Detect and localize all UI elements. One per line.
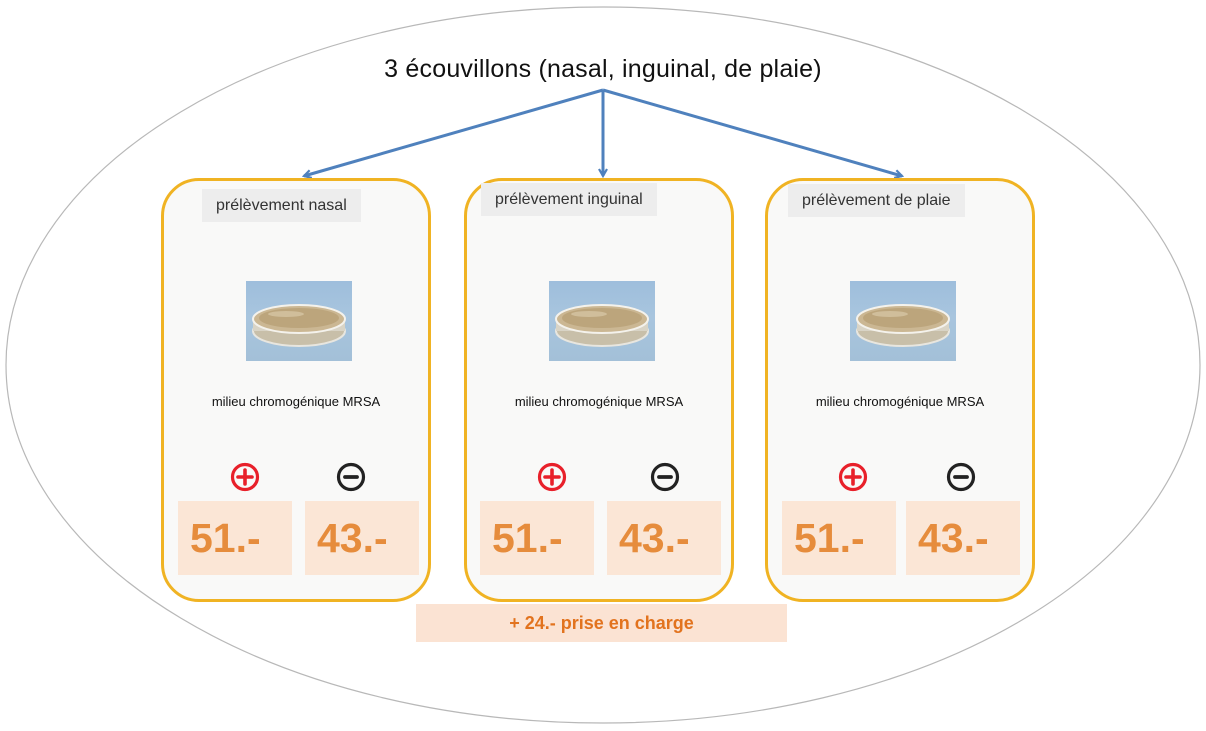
- arrow-title-to-nasal: [304, 88, 604, 176]
- minus-circle-icon: [336, 462, 366, 492]
- panel-inguinal: prélèvement inguinal milieu chromogéniqu…: [464, 178, 734, 602]
- petri-dish-image: [246, 281, 352, 361]
- positive-price: 51.-: [480, 501, 594, 575]
- negative-price: 43.-: [607, 501, 721, 575]
- petri-dish-image: [549, 281, 655, 361]
- plus-circle-icon: [838, 462, 868, 492]
- petri-dish-image: [850, 281, 956, 361]
- minus-circle-icon: [946, 462, 976, 492]
- arrow-title-to-plaie: [602, 88, 902, 176]
- medium-label: milieu chromogénique MRSA: [514, 394, 684, 409]
- diagram-title: 3 écouvillons (nasal, inguinal, de plaie…: [384, 55, 822, 83]
- negative-price: 43.-: [906, 501, 1020, 575]
- panel-plaie: prélèvement de plaie milieu chromogéniqu…: [765, 178, 1035, 602]
- panel-label: prélèvement nasal: [202, 189, 361, 222]
- plus-circle-icon: [537, 462, 567, 492]
- handling-fee: + 24.- prise en charge: [416, 604, 787, 642]
- petri-dish-icon: [252, 304, 346, 347]
- negative-price: 43.-: [305, 501, 419, 575]
- plus-circle-icon: [230, 462, 260, 492]
- minus-circle-icon: [650, 462, 680, 492]
- panel-label: prélèvement de plaie: [788, 184, 965, 217]
- positive-price: 51.-: [178, 501, 292, 575]
- petri-dish-icon: [856, 304, 950, 347]
- medium-label: milieu chromogénique MRSA: [815, 394, 985, 409]
- panel-label: prélèvement inguinal: [481, 183, 657, 216]
- positive-price: 51.-: [782, 501, 896, 575]
- medium-label: milieu chromogénique MRSA: [211, 394, 381, 409]
- panel-nasal: prélèvement nasal milieu chromogénique M…: [161, 178, 431, 602]
- petri-dish-icon: [555, 304, 649, 347]
